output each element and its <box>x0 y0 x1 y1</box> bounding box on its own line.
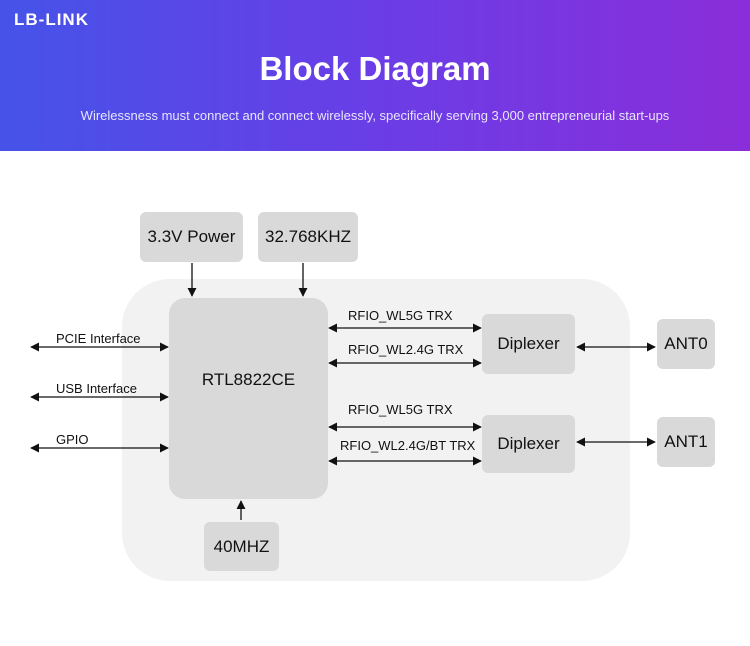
block-diagram: 3.3V Power 32.768KHZ RTL8822CE 40MHZ Dip… <box>0 151 750 646</box>
diplexer-top-block: Diplexer <box>482 314 575 374</box>
connector-arrows <box>30 263 656 520</box>
antenna-1-block: ANT1 <box>657 417 715 467</box>
signal-wl5g-top-label: RFIO_WL5G TRX <box>348 308 453 323</box>
pcie-interface-label: PCIE Interface <box>56 331 141 346</box>
signal-wl5g-bottom-label: RFIO_WL5G TRX <box>348 402 453 417</box>
page-title: Block Diagram <box>259 50 491 87</box>
diplexer-bottom-block: Diplexer <box>482 415 575 473</box>
page-subtitle: Wirelessness must connect and connect wi… <box>80 108 670 123</box>
antenna-0-block: ANT0 <box>657 319 715 369</box>
signal-wl24g-bt-label: RFIO_WL2.4G/BT TRX <box>340 438 476 453</box>
usb-interface-label: USB Interface <box>56 381 137 396</box>
chip-block: RTL8822CE <box>169 298 328 499</box>
header-banner: LB-LINK Block Diagram Wirelessness must … <box>0 0 750 151</box>
brand-logo: LB-LINK <box>14 10 89 29</box>
clock-32k-block: 32.768KHZ <box>258 212 358 262</box>
signal-wl24g-top-label: RFIO_WL2.4G TRX <box>348 342 464 357</box>
gpio-label: GPIO <box>56 432 89 447</box>
power-block: 3.3V Power <box>140 212 243 262</box>
clock-40m-block: 40MHZ <box>204 522 279 571</box>
